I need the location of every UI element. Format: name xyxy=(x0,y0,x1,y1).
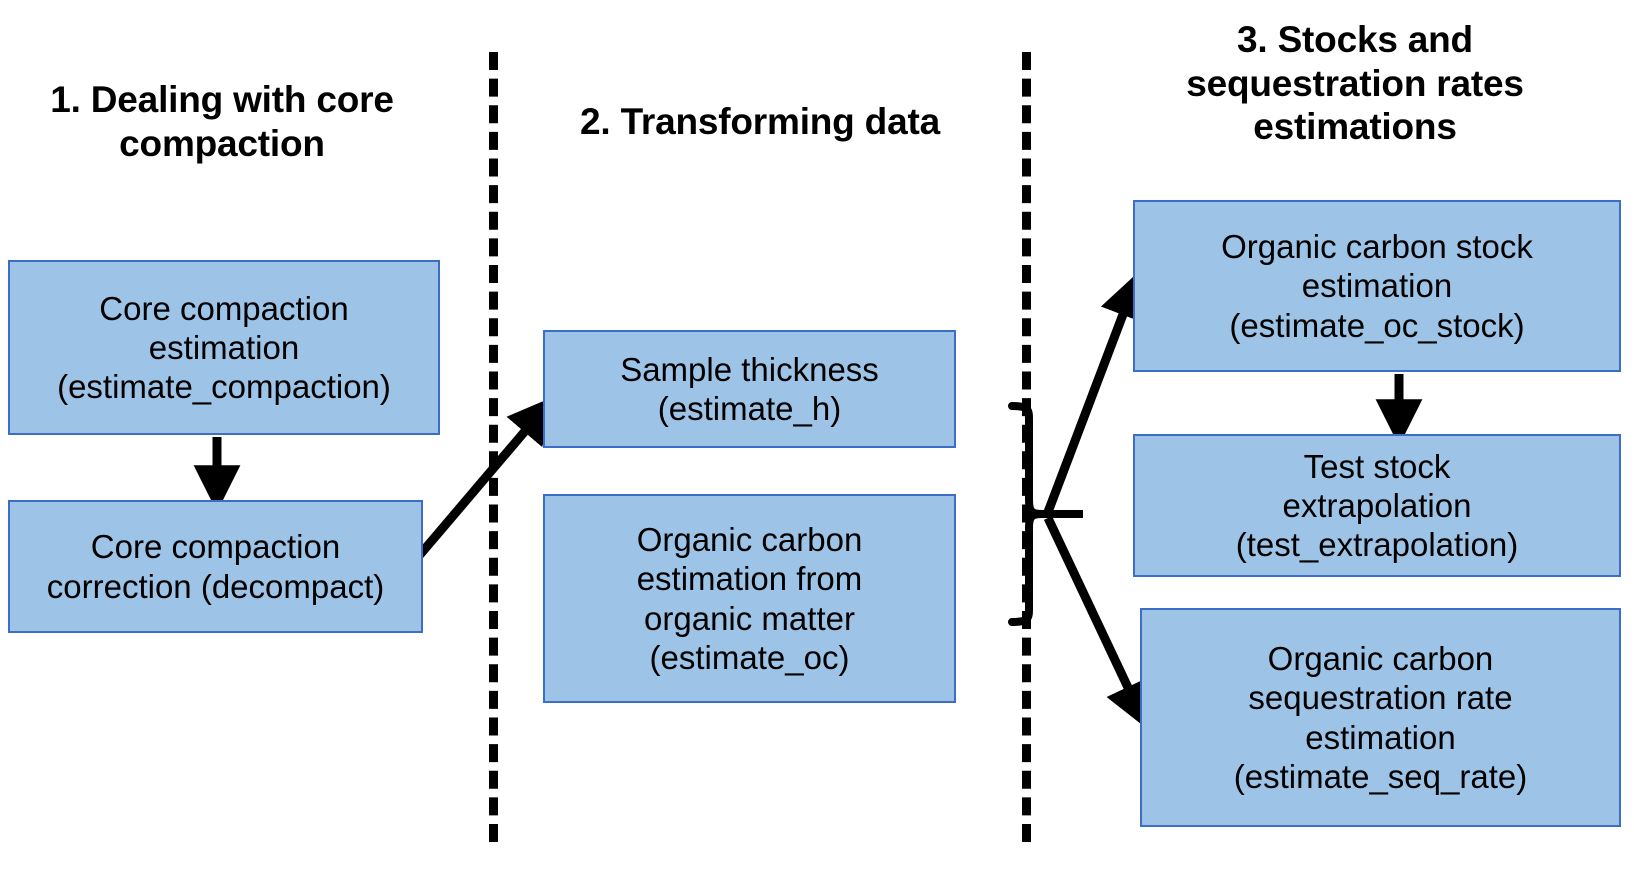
node-estimate-compaction[interactable]: Core compaction estimation (estimate_com… xyxy=(8,260,440,435)
edge-brace-to-oc-stock xyxy=(1043,271,1145,514)
node-test-extrapolation[interactable]: Test stock extrapolation (test_extrapola… xyxy=(1133,434,1621,577)
column-divider-2 xyxy=(1022,52,1031,842)
node-estimate-oc-stock[interactable]: Organic carbon stock estimation (estimat… xyxy=(1133,200,1621,372)
column-title-1: 1. Dealing with core compaction xyxy=(50,79,394,164)
column-title-2: 2. Transforming data xyxy=(580,101,940,142)
node-decompact[interactable]: Core compaction correction (decompact) xyxy=(8,500,423,633)
node-estimate-oc[interactable]: Organic carbon estimation from organic m… xyxy=(543,494,956,703)
node-estimate-seq-rate[interactable]: Organic carbon sequestration rate estima… xyxy=(1140,608,1621,827)
column-divider-1 xyxy=(489,52,498,842)
edge-brace-to-seq-rate xyxy=(1043,516,1149,730)
column-title-3: 3. Stocks and sequestration rates estima… xyxy=(1186,19,1524,148)
node-estimate-h[interactable]: Sample thickness (estimate_h) xyxy=(543,330,956,448)
